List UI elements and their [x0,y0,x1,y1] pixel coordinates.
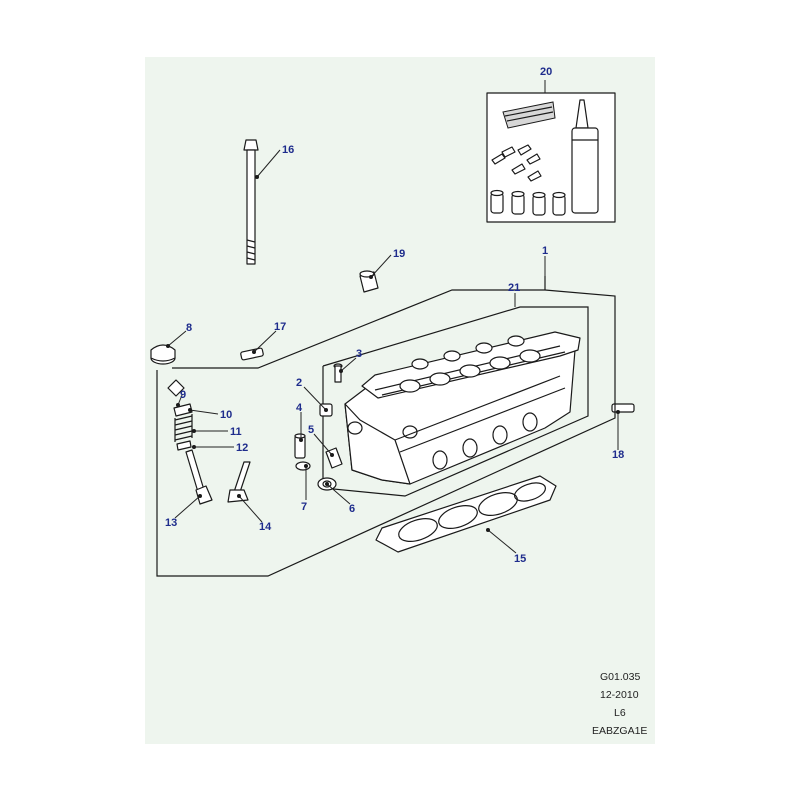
diagram-code: G01.035 [600,671,640,683]
valve-spring-stack [167,379,193,451]
callout-1: 1 [542,245,548,257]
head-gasket-part [375,475,557,553]
callout-15: 15 [514,553,526,565]
stud-part [333,363,343,383]
callout-9: 9 [180,389,186,401]
callout-19: 19 [393,248,405,260]
assembly-bracket [156,289,616,577]
callout-3: 3 [356,348,362,360]
callout-5: 5 [308,424,314,436]
callout-4: 4 [296,402,303,414]
callout-7: 7 [301,501,307,513]
gasket-kit-box [486,92,616,223]
callout-14: 14 [259,521,272,533]
callout-8: 8 [186,322,192,334]
model-code: L6 [614,707,626,719]
dowel-17-part [240,347,264,361]
dowel-18-part [611,403,635,413]
callout-21: 21 [508,282,520,294]
cap-part [150,344,176,365]
callout-18: 18 [612,449,624,461]
lifter-4-part [294,433,306,459]
callout-13: 13 [165,517,177,529]
image-code: EABZGA1E [592,725,647,737]
leader-lines [167,80,619,554]
callout-6: 6 [349,503,355,515]
leader-dots [166,175,620,532]
callout-16: 16 [282,144,294,156]
callout-17: 17 [274,321,286,333]
callout-20: 20 [540,66,552,78]
callout-12: 12 [236,442,248,454]
cylinder-head-part [344,331,581,485]
assembly-outline [172,276,546,369]
callout-11: 11 [230,426,242,438]
callout-2: 2 [296,377,302,389]
head-bolt-part [243,139,259,265]
callout-10: 10 [220,409,232,421]
intake-valve-part [185,449,213,505]
exhaust-valve-part [227,461,251,503]
diagram-date: 12-2010 [600,689,639,701]
